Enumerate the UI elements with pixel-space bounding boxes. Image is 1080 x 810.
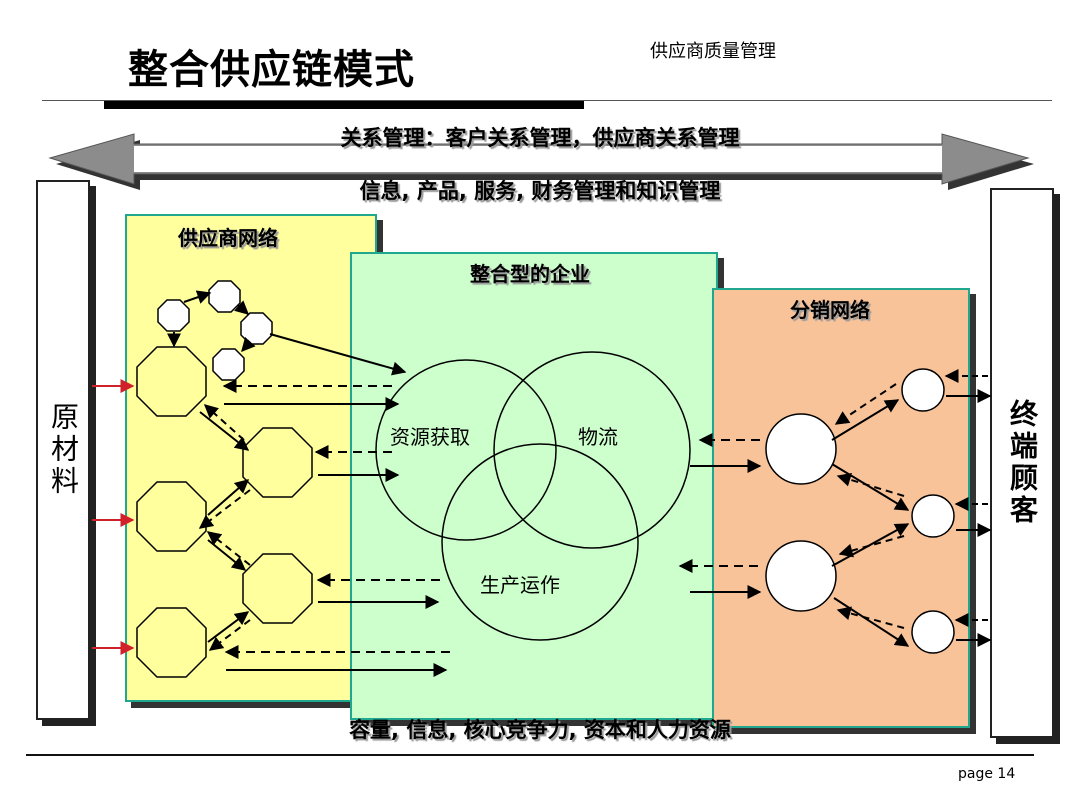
- distribution-nodes: [765, 368, 955, 654]
- sub-supplier-nodes: [157, 280, 273, 381]
- venn-circle-production: [441, 443, 639, 641]
- retail-node: [911, 610, 955, 654]
- supplier-node: [136, 481, 207, 552]
- integrated-enterprise-panel: [350, 252, 718, 720]
- header-accent-bar: [104, 101, 584, 109]
- venn-diagram: [375, 351, 691, 641]
- distribution-network-label: 分销网络: [790, 298, 870, 322]
- distribution-center-node: [765, 413, 837, 485]
- sub-supplier-node: [157, 299, 190, 332]
- relationship-band-arrow: [48, 133, 1034, 190]
- page-number: page 14: [958, 766, 1016, 782]
- sub-supplier-node: [208, 280, 241, 313]
- venn-label-sourcing: 资源获取: [390, 425, 470, 449]
- retail-node: [911, 494, 955, 538]
- end-customers-label: 终端顾客: [1006, 399, 1039, 527]
- enterprise-distribution-flows: [690, 459, 762, 599]
- footer-divider: [26, 754, 1034, 756]
- supplier-node: [242, 427, 313, 498]
- customer-return-flows: [944, 369, 988, 627]
- raw-materials-box: 原材料: [36, 180, 90, 720]
- retail-node: [901, 368, 945, 412]
- venn-label-logistics: 物流: [578, 425, 618, 449]
- supplier-nodes: [136, 346, 313, 678]
- venn-circle-logistics: [493, 351, 691, 549]
- end-customers-box: 终端顾客: [990, 188, 1054, 738]
- supplier-return-flows: [198, 404, 251, 651]
- distribution-enterprise-return-flows: [678, 433, 760, 573]
- relationship-management-label: 关系管理：客户关系管理，供应商关系管理: [340, 126, 740, 150]
- section-subtitle: 供应商质量管理: [650, 41, 776, 62]
- raw-materials-label: 原材料: [47, 402, 80, 498]
- information-flow-label: 信息, 产品, 服务, 财务管理和知识管理: [359, 179, 721, 203]
- supplier-network-label: 供应商网络: [178, 226, 278, 250]
- supplier-flows: [199, 411, 250, 643]
- sub-supplier-flows: [167, 290, 407, 376]
- supplier-to-enterprise-flows: [224, 397, 448, 677]
- header-divider: [42, 100, 1052, 101]
- resources-label: 容量, 信息, 核心竞争力, 资本和人力资源: [349, 718, 731, 742]
- page-title: 整合供应链模式: [128, 47, 415, 93]
- distribution-return-flows: [834, 383, 905, 629]
- enterprise-to-supplier-flows: [222, 379, 450, 659]
- distribution-center-node: [765, 540, 837, 612]
- venn-circle-sourcing: [375, 359, 557, 541]
- customer-flows: [946, 389, 992, 647]
- supplier-node: [136, 346, 207, 417]
- sub-supplier-node: [240, 312, 273, 345]
- integrated-enterprise-label: 整合型的企业: [470, 262, 590, 286]
- supplier-node: [242, 553, 313, 624]
- sub-supplier-node: [212, 348, 245, 381]
- venn-label-production: 生产运作: [480, 573, 560, 597]
- distribution-flows: [831, 399, 910, 647]
- raw-material-inputs: [92, 379, 135, 655]
- supplier-node: [136, 607, 207, 678]
